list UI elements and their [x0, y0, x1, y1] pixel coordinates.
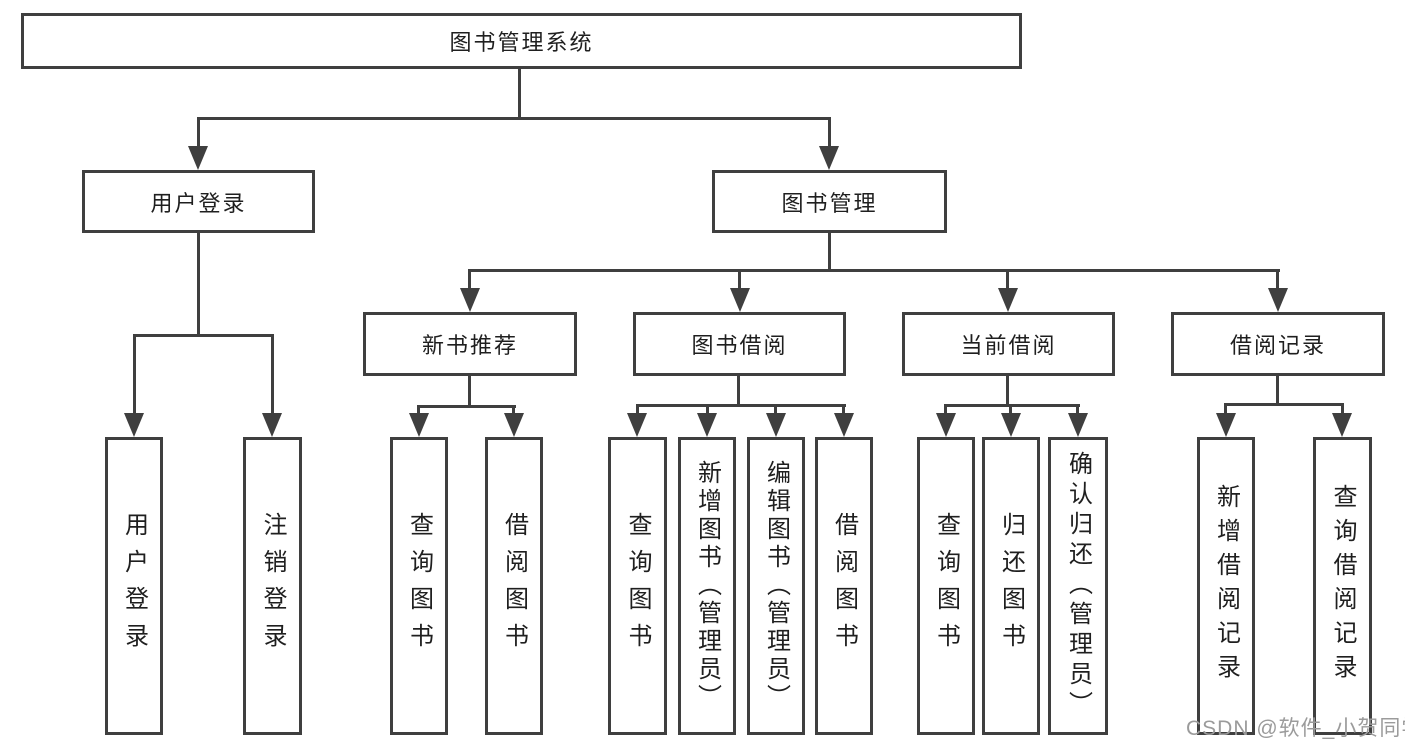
- arrow-down-icon: [1068, 413, 1088, 437]
- leaf-query-borrow-record: 查询借阅记录: [1313, 437, 1372, 735]
- connector-root-branch: [197, 117, 831, 120]
- arrow-down-icon: [124, 413, 144, 437]
- leaf-add-borrow-record: 新增借阅记录: [1197, 437, 1255, 735]
- leaf-logout-login-label: 注销登录: [259, 512, 286, 660]
- connector-user-login-stem: [197, 233, 200, 335]
- connector-new-book-branch: [417, 405, 516, 408]
- arrow-down-icon: [819, 146, 839, 170]
- connector-to-book-borrowing: [738, 269, 741, 291]
- connector-leaf-stub: [512, 405, 515, 416]
- connector-leaf-stub: [1341, 403, 1344, 416]
- arrow-down-icon: [936, 413, 956, 437]
- leaf-query-borrow-record-label: 查询借阅记录: [1329, 484, 1356, 688]
- leaf-return-books: 归还图书: [982, 437, 1040, 735]
- arrow-down-icon: [1216, 413, 1236, 437]
- leaf-confirm-return-admin: 确认归还（管理员）: [1048, 437, 1108, 735]
- connector-leaf-stub: [1224, 403, 1227, 416]
- connector-to-book-management: [828, 117, 831, 150]
- node-new-book-recommendation: 新书推荐: [363, 312, 577, 376]
- connector-leaf-stub: [417, 405, 420, 416]
- connector-to-new-book: [468, 269, 471, 291]
- leaf-edit-books-admin: 编辑图书（管理员）: [747, 437, 805, 735]
- leaf-add-borrow-record-label: 新增借阅记录: [1212, 484, 1240, 688]
- connector-book-mgmt-stem: [828, 233, 831, 270]
- arrow-down-icon: [1332, 413, 1352, 437]
- arrow-down-icon: [262, 413, 282, 437]
- leaf-return-books-label: 归还图书: [997, 512, 1025, 660]
- leaf-borrow-books-recommend-label: 借阅图书: [500, 512, 528, 660]
- connector-new-book-stem: [468, 376, 471, 407]
- connector-to-leaf-user-login: [133, 334, 136, 416]
- connector-borrowing-records-stem: [1276, 376, 1279, 405]
- leaf-query-books-borrowing-label: 查询图书: [624, 512, 651, 660]
- leaf-add-books-admin: 新增图书（管理员）: [678, 437, 736, 735]
- node-current-borrowing: 当前借阅: [902, 312, 1115, 376]
- leaf-logout-login: 注销登录: [243, 437, 302, 735]
- connector-to-leaf-logout: [271, 334, 274, 416]
- watermark-text: CSDN @软件_小贺同学: [1186, 717, 1405, 740]
- node-borrowing-records: 借阅记录: [1171, 312, 1385, 376]
- leaf-confirm-return-admin-label: 确认归还（管理员）: [1064, 451, 1092, 721]
- leaf-add-books-admin-label: 新增图书（管理员）: [693, 460, 721, 712]
- arrow-down-icon: [697, 413, 717, 437]
- leaf-query-books-current: 查询图书: [917, 437, 975, 735]
- connector-leaf-stub: [842, 404, 845, 416]
- connector-leaf-stub: [636, 404, 639, 416]
- connector-leaf-stub: [774, 404, 777, 416]
- connector-to-borrowing-records: [1276, 269, 1279, 291]
- connector-to-current-borrowing: [1006, 269, 1009, 291]
- connector-book-mgmt-branch: [468, 269, 1280, 272]
- leaf-borrow-books-borrowing-label: 借阅图书: [830, 512, 858, 660]
- connector-leaf-stub: [1009, 404, 1012, 416]
- leaf-borrow-books-recommend: 借阅图书: [485, 437, 543, 735]
- connector-leaf-stub: [944, 404, 947, 416]
- connector-book-borrowing-stem: [737, 376, 740, 406]
- node-library-system: 图书管理系统: [21, 13, 1022, 69]
- arrow-down-icon: [409, 413, 429, 437]
- leaf-query-books-recommend-label: 查询图书: [405, 512, 433, 660]
- arrow-down-icon: [1268, 288, 1288, 312]
- connector-to-user-login: [197, 117, 200, 150]
- node-book-borrowing: 图书借阅: [633, 312, 846, 376]
- connector-book-borrowing-branch: [636, 404, 846, 407]
- node-user-login: 用户登录: [82, 170, 315, 233]
- connector-root-stem: [518, 69, 521, 118]
- leaf-borrow-books-borrowing: 借阅图书: [815, 437, 873, 735]
- arrow-down-icon: [730, 288, 750, 312]
- arrow-down-icon: [834, 413, 854, 437]
- leaf-user-login-label: 用户登录: [120, 512, 148, 660]
- arrow-down-icon: [998, 288, 1018, 312]
- arrow-down-icon: [504, 413, 524, 437]
- arrow-down-icon: [766, 413, 786, 437]
- connector-leaf-stub: [1076, 404, 1079, 416]
- connector-user-login-branch: [133, 334, 274, 337]
- arrow-down-icon: [627, 413, 647, 437]
- arrow-down-icon: [188, 146, 208, 170]
- leaf-edit-books-admin-label: 编辑图书（管理员）: [762, 460, 790, 712]
- leaf-user-login: 用户登录: [105, 437, 163, 735]
- node-book-management: 图书管理: [712, 170, 947, 233]
- connector-leaf-stub: [706, 404, 709, 416]
- leaf-query-books-borrowing: 查询图书: [608, 437, 667, 735]
- connector-current-borrowing-branch: [944, 404, 1080, 407]
- arrow-down-icon: [1001, 413, 1021, 437]
- arrow-down-icon: [460, 288, 480, 312]
- connector-borrowing-records-branch: [1224, 403, 1344, 406]
- leaf-query-books-recommend: 查询图书: [390, 437, 448, 735]
- connector-current-borrowing-stem: [1006, 376, 1009, 406]
- leaf-query-books-current-label: 查询图书: [932, 512, 960, 660]
